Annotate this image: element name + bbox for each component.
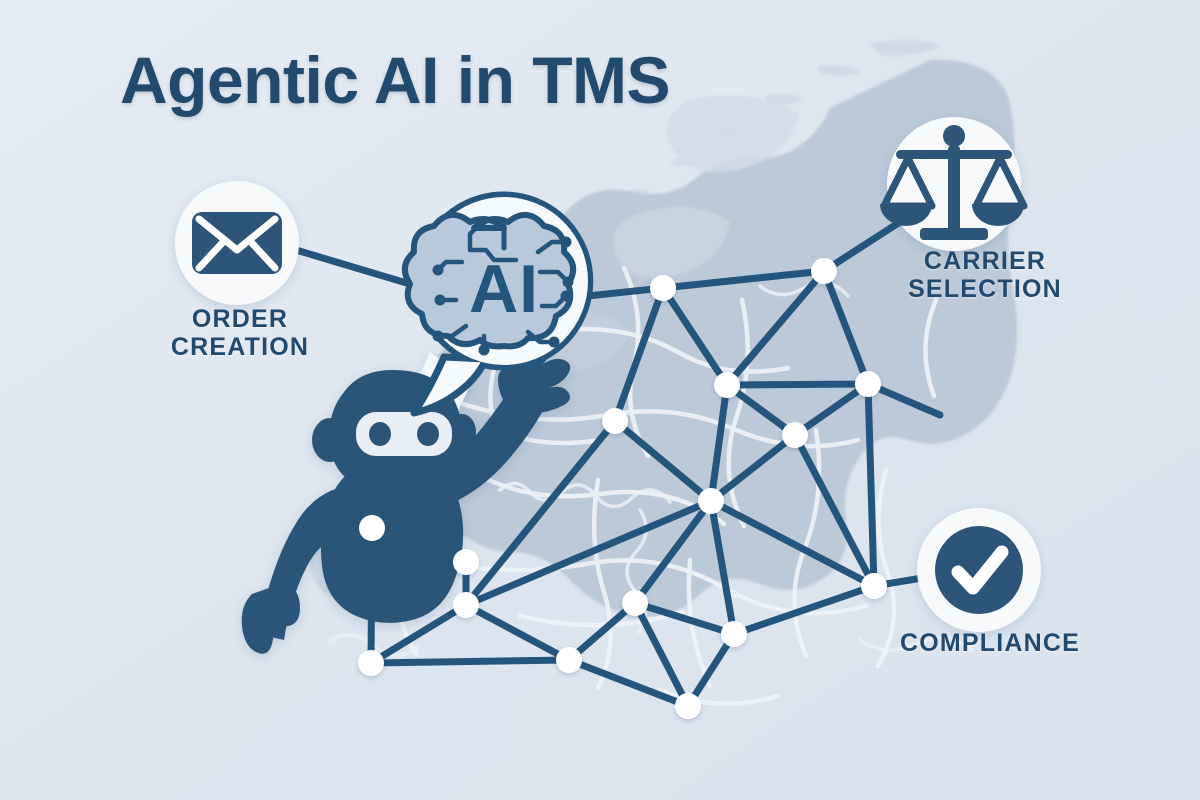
network-node[interactable] <box>782 422 808 448</box>
network-link <box>565 599 639 664</box>
label-line: CARRIER <box>923 247 1047 275</box>
network-node[interactable] <box>359 515 385 541</box>
network-node[interactable] <box>556 647 582 673</box>
robot-mascot <box>241 331 571 654</box>
network-link <box>723 381 799 439</box>
page-title: Agentic AI in TMS <box>120 43 671 117</box>
network-node[interactable] <box>855 371 881 397</box>
label-line: ORDER <box>191 305 289 333</box>
network-link <box>565 656 692 710</box>
network-link <box>820 267 872 388</box>
network-link <box>631 497 715 607</box>
network-node[interactable] <box>650 275 676 301</box>
label-line: SELECTION <box>908 274 1062 303</box>
network-link <box>707 497 738 638</box>
badge-carrier-selection[interactable] <box>880 117 1028 251</box>
network-node[interactable] <box>453 549 479 575</box>
network-node[interactable] <box>358 650 384 676</box>
network-node[interactable] <box>602 408 628 434</box>
network-link <box>791 431 878 590</box>
network-node[interactable] <box>622 590 648 616</box>
label-compliance: COMPLIANCE <box>860 629 1120 658</box>
network-node[interactable] <box>675 693 701 719</box>
network-link <box>684 630 738 710</box>
network-link <box>730 582 878 638</box>
label-carrier-selection: CARRIER SELECTION <box>855 247 1115 303</box>
network-node[interactable] <box>861 573 887 599</box>
network-node[interactable] <box>721 621 747 647</box>
network-link <box>631 599 692 710</box>
network-link <box>367 601 470 667</box>
link-n4-to-carrier <box>864 380 944 419</box>
network-link <box>367 656 573 667</box>
badge-order-creation[interactable] <box>175 181 299 305</box>
network-node[interactable] <box>811 258 837 284</box>
robot-eye-left <box>369 422 391 446</box>
network-link <box>723 380 872 389</box>
network-link <box>462 497 715 609</box>
network-link <box>864 380 878 590</box>
network-link <box>611 417 715 505</box>
network-link <box>462 601 573 664</box>
network-node[interactable] <box>453 592 479 618</box>
network-link <box>462 417 619 609</box>
network-link <box>707 497 878 590</box>
label-line: COMPLIANCE <box>899 629 1081 657</box>
network-link <box>611 284 667 425</box>
network-link <box>659 267 828 292</box>
badge-compliance[interactable] <box>917 508 1041 632</box>
ai-speech-bubble[interactable]: AI <box>401 191 594 417</box>
network-link <box>707 381 731 505</box>
network-link <box>723 267 828 389</box>
scales-icon <box>880 125 1028 240</box>
network-node[interactable] <box>698 488 724 514</box>
check-circle-icon <box>935 526 1023 614</box>
network-nodes <box>358 258 887 719</box>
envelope-icon <box>192 212 282 274</box>
network-link <box>707 431 799 505</box>
brain-circuit-icon: AI <box>401 212 577 356</box>
ai-brain-label: AI <box>469 251 539 327</box>
network-node[interactable] <box>714 372 740 398</box>
network-link <box>791 380 872 439</box>
link-center-to-network <box>574 284 667 301</box>
label-order-creation: ORDER CREATION <box>120 305 360 361</box>
network-link <box>659 284 731 389</box>
robot-eye-right <box>417 422 439 446</box>
label-line: CREATION <box>170 332 310 361</box>
link-n2-to-carrier <box>820 218 904 275</box>
network-link <box>631 599 738 638</box>
